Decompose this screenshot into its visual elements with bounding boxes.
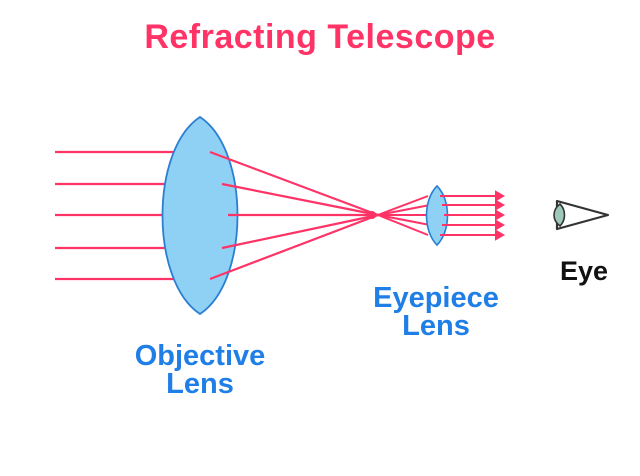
converging-ray-5 [209,213,379,281]
eyepiece-lens-label: Eyepiece Lens [352,282,520,342]
eyepiece-lens-label-line1: Eyepiece [373,282,499,314]
eyepiece-lens-label-line2: Lens [402,310,470,342]
converging-ray-2 [221,182,379,217]
arrowhead-1 [495,190,506,202]
arrowhead-2 [495,199,506,211]
focal-point [368,211,376,219]
diverging-rays [377,195,432,236]
arrowhead-5 [495,229,506,241]
objective-lens-label-line1: Objective [134,340,266,372]
converging-ray-1 [209,150,379,217]
objective-lens [161,115,239,316]
diverging-ray-5 [377,214,429,236]
converging-rays [209,150,379,281]
converging-ray-4 [221,213,379,250]
page-title: Refracting Telescope [144,18,496,56]
objective-lens-label: Objective Lens [110,340,290,400]
diverging-ray-4 [377,214,431,226]
arrowhead-4 [495,219,506,231]
diverging-ray-1 [377,195,429,216]
eyepiece-lens [425,184,449,247]
output-rays [440,190,506,241]
diverging-ray-2 [377,204,431,216]
incoming-rays [55,150,192,281]
eye-label: Eye [560,256,609,286]
arrowhead-3 [495,209,506,221]
eye-icon [553,199,610,231]
objective-lens-label-line2: Lens [166,368,234,400]
